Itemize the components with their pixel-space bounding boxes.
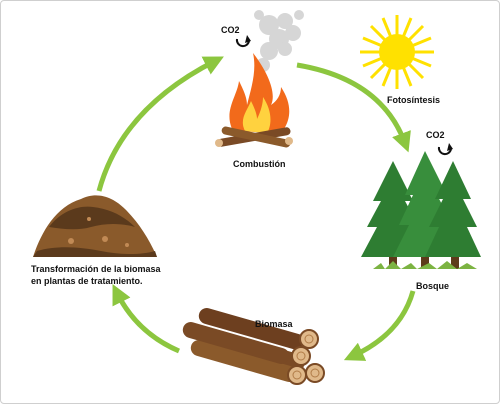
forest-label: Bosque <box>416 281 450 291</box>
co2-label-fire: CO2 <box>221 25 240 35</box>
arrow-fire-to-forest <box>296 62 411 153</box>
fire-icon <box>215 53 293 148</box>
compost-pile-icon <box>33 195 157 257</box>
co2-label-trees: CO2 <box>426 130 445 140</box>
arrow-compost-to-fire <box>96 56 224 192</box>
combustion-label: Combustión <box>233 159 286 169</box>
transformation-label-line1: Transformación de la biomasa <box>31 264 161 274</box>
trees-icon <box>361 151 481 269</box>
recycle-arrow-icon <box>235 38 250 48</box>
arrow-forest-to-logs <box>343 290 416 361</box>
photosynthesis-label: Fotosíntesis <box>387 95 441 105</box>
biomass-label: Biomasa <box>255 319 293 329</box>
transformation-label-line2: en plantas de tratamiento. <box>31 276 143 286</box>
arrow-logs-to-compost <box>112 284 180 354</box>
logs-icon <box>182 308 325 385</box>
smoke-icon <box>254 10 304 72</box>
